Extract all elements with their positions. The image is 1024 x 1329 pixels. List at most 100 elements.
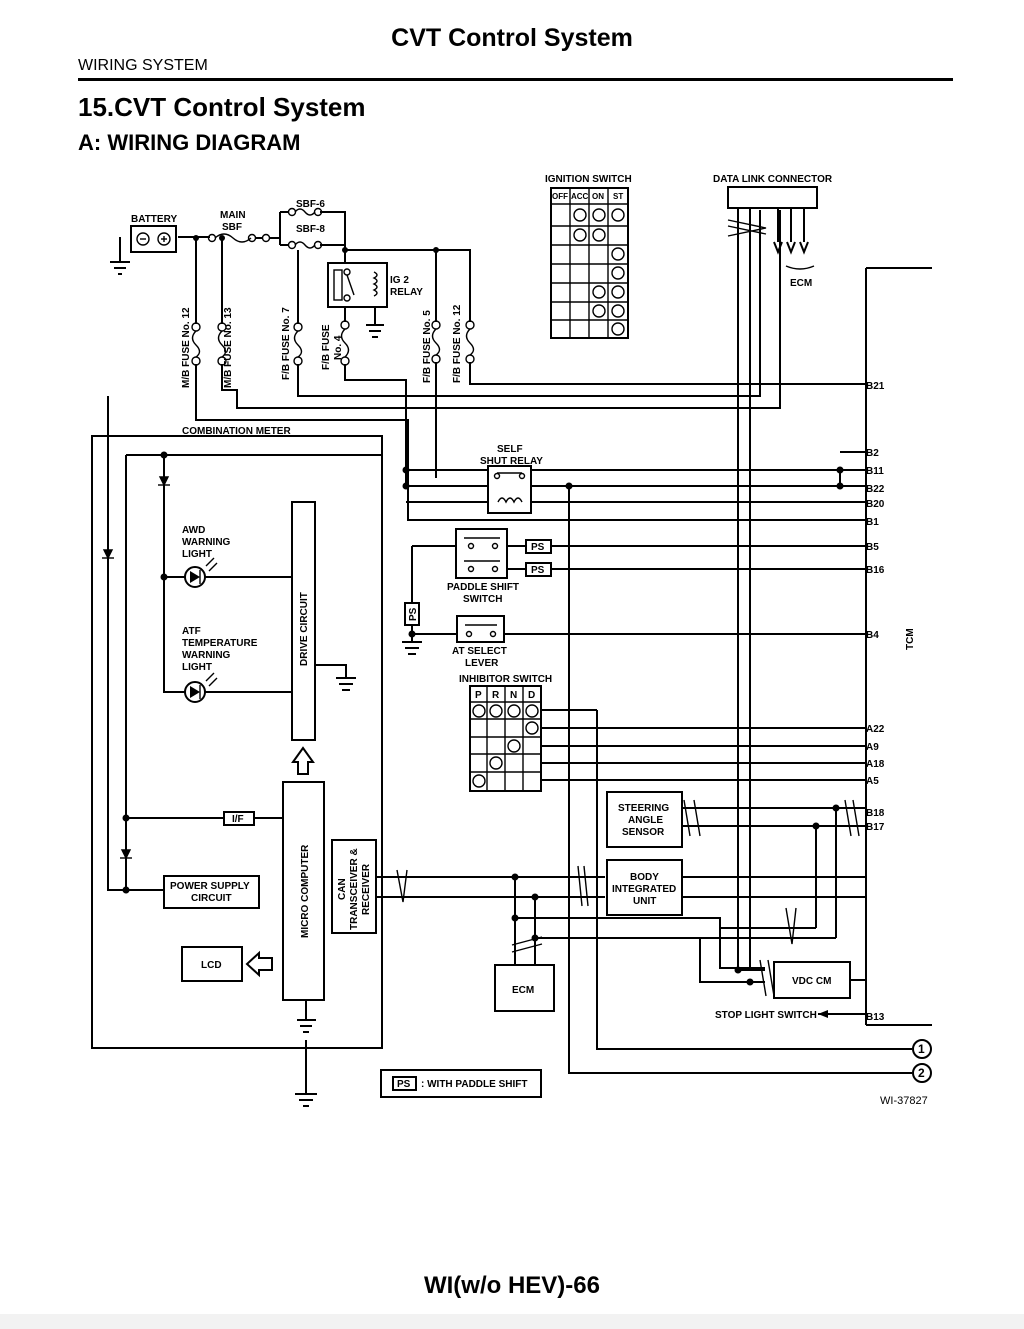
junction-dots <box>122 235 844 986</box>
tcm-pin-a9: A9 <box>866 742 879 753</box>
ign-pos-st: ST <box>613 192 623 201</box>
section-label: WIRING SYSTEM <box>78 57 208 74</box>
inhibitor-pos-r: R <box>492 690 500 701</box>
diode-icons <box>102 476 170 860</box>
lcd-box <box>181 946 243 982</box>
sbf8-label: SBF-8 <box>296 224 325 235</box>
tcm-pin-b20: B20 <box>866 499 885 510</box>
steering-label-1: STEERING <box>618 803 669 814</box>
ig2-relay-label-2: RELAY <box>390 287 423 298</box>
fuse-fb12: F/B FUSE No. 12 <box>452 304 475 383</box>
biu-label-3: UNIT <box>633 896 656 907</box>
bottom-strip <box>0 1314 1024 1329</box>
can-label-1: CAN <box>337 878 348 900</box>
power-supply-label-2: CIRCUIT <box>191 893 232 904</box>
inhibitor-pos-p: P <box>475 690 482 701</box>
tcm-pin-a22: A22 <box>866 724 885 735</box>
tcm-pin-b4: B4 <box>866 630 879 641</box>
battery-negative-icon <box>136 232 150 246</box>
micro-computer-label: MICRO COMPUTER <box>300 844 311 938</box>
steering-angle-sensor-box <box>606 791 683 848</box>
battery-label: BATTERY <box>131 214 177 225</box>
main-sbf: MAIN SBF SBF-6 SBF-8 <box>207 199 325 250</box>
ps-tag-2-label: PS <box>531 565 545 576</box>
paddle-shift-switch: PS PS PADDLE SHIFT SWITCH PS <box>402 528 552 655</box>
fuse-fb4: F/B FUSE No. 4 <box>321 320 350 370</box>
fuse-fb7-label: F/B FUSE No. 7 <box>281 307 292 380</box>
battery-box <box>130 225 177 253</box>
self-shut-relay: SELF SHUT RELAY <box>480 444 543 514</box>
drive-circuit-ground-icon <box>336 677 356 691</box>
paddle-shift-switch-box <box>455 528 508 579</box>
awd-label-2: WARNING <box>182 537 231 548</box>
inhibitor-contact-icons <box>472 704 539 788</box>
page-top-title: CVT Control System <box>391 24 633 52</box>
power-supply-box <box>163 875 260 909</box>
data-link-connector: DATA LINK CONNECTOR ECM <box>713 174 833 289</box>
can-label-3: RECEIVER <box>361 863 372 915</box>
tcm-pin-b1: B1 <box>866 517 879 528</box>
fuse-fb5: F/B FUSE No. 5 <box>422 310 441 383</box>
header-rule <box>78 78 953 81</box>
fuse-mb12: M/B FUSE No. 12 <box>181 307 201 388</box>
tcm-pin-a5: A5 <box>866 776 879 787</box>
combination-meter-label: COMBINATION METER <box>182 426 291 437</box>
up-arrow-icon <box>291 746 315 775</box>
can-transceiver-box <box>331 839 377 934</box>
ignition-switch-label: IGNITION SWITCH <box>545 174 632 185</box>
self-shut-relay-label-1: SELF <box>497 444 523 455</box>
fuse-fb12-label: F/B FUSE No. 12 <box>452 304 463 383</box>
inhibitor-pos-d: D <box>528 690 535 701</box>
connector-2-label: 2 <box>918 1066 925 1080</box>
drive-circuit-box <box>291 501 316 741</box>
connector-1-label: 1 <box>918 1042 925 1056</box>
stop-light-arrow-icon <box>818 1010 828 1018</box>
connector-1-icon <box>912 1039 932 1059</box>
tcm-pin-a18: A18 <box>866 759 885 770</box>
power-supply-label-1: POWER SUPPLY <box>170 881 250 892</box>
can-label-2: TRANSCEIVER & <box>349 848 360 930</box>
data-link-connector-box <box>727 186 818 209</box>
steering-label-2: ANGLE <box>628 815 663 826</box>
interface-box <box>223 811 255 826</box>
legend: PS : WITH PADDLE SHIFT <box>380 1069 542 1098</box>
paddle-shift-label-1: PADDLE SHIFT <box>447 582 519 593</box>
ignition-switch: IGNITION SWITCH OFF ACC ON ST <box>545 174 632 339</box>
at-select-lever-box <box>456 615 505 643</box>
tcm-pin-b16: B16 <box>866 565 885 576</box>
battery-positive-icon <box>157 232 171 246</box>
ig2-relay-label-1: IG 2 <box>390 275 409 286</box>
body-integrated-unit: BODY INTEGRATED UNIT <box>606 859 683 916</box>
ign-pos-off: OFF <box>552 192 568 201</box>
fuse-fb4-label-2: No. 4 <box>333 335 344 360</box>
data-link-break-icon <box>727 219 767 237</box>
inhibitor-switch-label: INHIBITOR SWITCH <box>459 674 552 685</box>
micro-computer-box <box>282 781 325 1001</box>
self-shut-relay-coil-icon <box>497 497 523 504</box>
drive-circuit-label: DRIVE CIRCUIT <box>299 592 310 666</box>
tcm-pins: B21 B2 B11 B22 B20 B1 B5 B16 B4 A22 A9 A… <box>866 381 916 1023</box>
awd-label-3: LIGHT <box>182 549 212 560</box>
ecm-module: ECM <box>494 964 555 1012</box>
ig2-relay: IG 2 RELAY <box>327 262 423 338</box>
main-sbf-fuse-icon <box>214 233 252 243</box>
paddle-shift-label-2: SWITCH <box>463 594 502 605</box>
fuse-fb5-label: F/B FUSE No. 5 <box>422 310 433 383</box>
main-sbf-label-2: SBF <box>222 222 242 233</box>
ign-pos-on: ON <box>592 192 604 201</box>
fuse-mb13: M/B FUSE No. 13 <box>217 307 234 388</box>
fuse-fb4-label-1: F/B FUSE <box>321 324 332 370</box>
ps-tag-vertical-label: PS <box>408 607 419 621</box>
biu-label-1: BODY <box>630 872 659 883</box>
tcm-pin-b17: B17 <box>866 822 885 833</box>
interface-label: I/F <box>232 814 244 825</box>
fuse-mb13-label: M/B FUSE No. 13 <box>223 307 234 388</box>
page-footer: WI(w/o HEV)-66 <box>423 1272 600 1299</box>
ps-tag-1-label: PS <box>531 542 545 553</box>
connector-markers: 1 2 <box>912 1039 932 1083</box>
fuse-fb7: F/B FUSE No. 7 <box>281 307 303 380</box>
atf-label-2: TEMPERATURE <box>182 638 258 649</box>
atf-warning-light-icon <box>184 672 218 703</box>
tcm-pin-b2: B2 <box>866 448 879 459</box>
combination-meter: COMBINATION METER AWD WARNING LIGHT ATF … <box>102 426 377 1107</box>
